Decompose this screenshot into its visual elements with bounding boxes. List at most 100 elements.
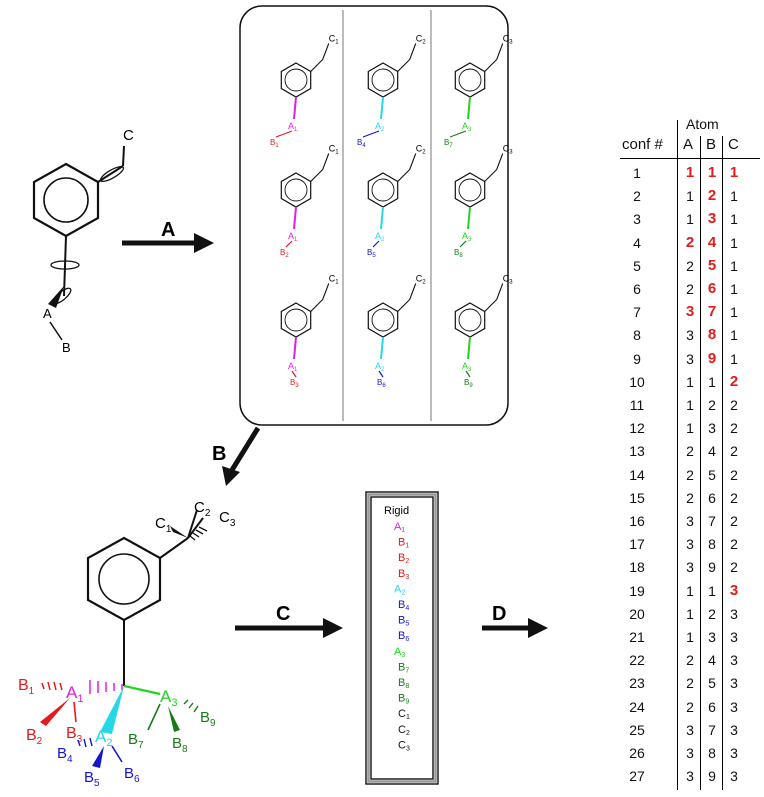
b-bond [372, 240, 380, 248]
svg-text:B8: B8 [172, 735, 188, 755]
table-cell-a: 3 [686, 721, 694, 738]
table-cell-a: 1 [686, 373, 694, 390]
table-cell-b: 6 [707, 280, 717, 297]
table-cell-n: 8 [633, 327, 641, 344]
table-cell-a: 3 [685, 303, 695, 321]
label-a2: A2 [375, 231, 385, 243]
rigid-item: C1 [398, 708, 410, 721]
table-cell-n: 2 [633, 188, 641, 205]
table-divider-a [677, 120, 679, 790]
b-bond [459, 240, 467, 248]
combined-a1: A [66, 683, 78, 702]
a-bond [380, 336, 384, 360]
table-cell-n: 12 [629, 420, 645, 437]
step-d-label: D [492, 603, 506, 625]
label-a3: A3 [462, 121, 472, 133]
table-cell-b: 3 [708, 420, 716, 437]
table-cell-n: 24 [629, 698, 645, 715]
table-cell-n: 7 [633, 304, 641, 321]
aromatic-circle [458, 68, 482, 92]
table-cell-b: 5 [708, 466, 716, 483]
table-cell-n: 16 [629, 513, 645, 529]
table-cell-n: 11 [629, 397, 645, 413]
table-cell-c: 3 [730, 652, 738, 669]
table-cell-n: 10 [629, 373, 645, 390]
label-a1: A1 [288, 361, 298, 373]
label-c1: C1 [329, 274, 340, 286]
table-cell-a: 2 [686, 443, 694, 460]
rigid-item: B9 [398, 693, 409, 706]
table-cell-c: 2 [730, 536, 738, 553]
combined-c3: C [219, 509, 230, 526]
step-b-label: B [212, 443, 226, 465]
svg-text:B1: B1 [18, 677, 35, 697]
combined-b4: B [57, 745, 67, 762]
table-cell-n: 1 [633, 165, 641, 181]
label-b4: B4 [357, 138, 366, 149]
table-cell-c: 3 [730, 768, 738, 785]
table-cell-n: 6 [633, 281, 641, 297]
aromatic-circle [284, 308, 308, 332]
aromatic-circle-combined [98, 553, 150, 605]
rigid-item: B3 [398, 568, 409, 581]
table-cell-c: 2 [730, 443, 738, 460]
table-cell-c: 2 [730, 397, 738, 413]
table-cell-n: 4 [633, 234, 641, 251]
svg-text:B4: B4 [57, 745, 73, 765]
atom-b-label: B [62, 340, 71, 355]
label-b3: B3 [290, 378, 299, 389]
table-cell-n: 25 [629, 721, 645, 738]
step-c-label: C [276, 603, 290, 625]
c-bond [310, 43, 330, 72]
table-cell-b: 2 [708, 397, 716, 413]
b-bond [291, 370, 297, 378]
table-cell-c: 3 [730, 721, 738, 738]
label-c3: C3 [503, 274, 513, 286]
label-c1: C1 [329, 144, 340, 156]
aromatic-circle [284, 178, 308, 202]
a-bond [293, 96, 297, 120]
c-bond [397, 43, 417, 72]
table-cell-a: 1 [686, 605, 694, 622]
table-cell-n: 15 [629, 489, 645, 506]
rigid-item: C2 [398, 724, 410, 737]
combined-b9: B [200, 709, 210, 726]
combined-b7: B [128, 731, 138, 748]
table-cell-a: 1 [686, 582, 694, 599]
table-cell-n: 5 [633, 257, 641, 274]
benzene-ring [454, 302, 486, 338]
benzene-ring [280, 172, 312, 208]
table-cell-b: 5 [707, 256, 717, 274]
table-cell-a: 1 [686, 420, 694, 437]
combined-b5: B [84, 769, 94, 786]
table-cell-c: 2 [730, 420, 738, 437]
table-cell-n: 21 [629, 629, 645, 645]
svg-text:B9: B9 [200, 709, 216, 729]
table-cell-n: 27 [629, 768, 645, 785]
label-a2: A2 [375, 361, 385, 373]
table-cell-c: 3 [730, 745, 738, 761]
rigid-item: C3 [398, 739, 410, 752]
aromatic-circle [284, 68, 308, 92]
svg-text:C1: C1 [155, 515, 172, 535]
table-cell-b: 3 [707, 210, 717, 228]
benzene-ring [454, 172, 486, 208]
label-b2: B2 [280, 248, 289, 259]
b-bond [378, 370, 384, 378]
combined-b3: B [66, 725, 77, 742]
start-molecule: C A B [32, 127, 134, 355]
table-cell-a: 3 [686, 745, 694, 761]
label-b1: B1 [270, 138, 279, 149]
table-cell-c: 1 [730, 234, 738, 251]
